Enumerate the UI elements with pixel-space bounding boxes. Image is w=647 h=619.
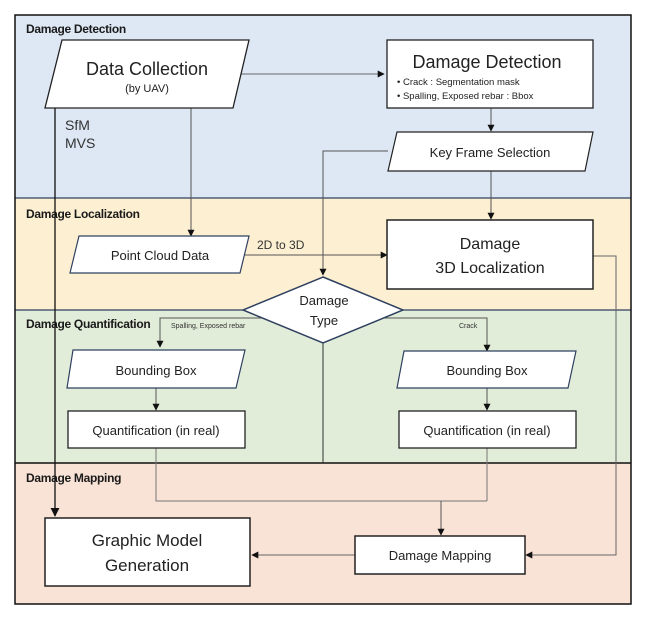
diagram-frame bbox=[14, 14, 632, 605]
node-key-frame-selection[interactable]: Key Frame Selection bbox=[387, 131, 594, 172]
node-graphic-model-line-2: Generation bbox=[105, 556, 189, 575]
node-key-frame-selection-title: Key Frame Selection bbox=[430, 145, 551, 160]
node-data-collection-title: Data Collection bbox=[86, 59, 208, 79]
node-graphic-model-generation[interactable]: Graphic Model Generation bbox=[44, 517, 251, 587]
node-point-cloud-data-title: Point Cloud Data bbox=[111, 248, 210, 263]
node-damage-detection-title: Damage Detection bbox=[412, 52, 561, 72]
edge-quant-left-to-mapping bbox=[155, 448, 487, 502]
node-point-cloud-data[interactable]: Point Cloud Data bbox=[69, 235, 250, 274]
node-bounding-box-right-title: Bounding Box bbox=[447, 363, 528, 378]
edge-label-2d-to-3d: 2D to 3D bbox=[257, 238, 305, 252]
edge-type-to-bbox-right bbox=[380, 317, 491, 352]
node-damage-mapping[interactable]: Damage Mapping bbox=[354, 535, 526, 575]
node-quantification-right[interactable]: Quantification (in real) bbox=[398, 410, 577, 449]
node-data-collection[interactable]: Data Collection (by UAV) bbox=[44, 39, 250, 109]
edge-label-crack: Crack bbox=[459, 323, 478, 330]
lane-title-quantification: Damage Quantification bbox=[26, 317, 150, 331]
edge-keyframe-to-damage-type bbox=[319, 150, 388, 276]
node-damage-detection-bullet-1: • Crack : Segmentation mask bbox=[397, 77, 520, 88]
lane-title-localization: Damage Localization bbox=[26, 207, 140, 221]
node-damage-mapping-title: Damage Mapping bbox=[389, 548, 492, 563]
lane-title-detection: Damage Detection bbox=[26, 22, 126, 36]
node-bounding-box-right[interactable]: Bounding Box bbox=[396, 350, 577, 389]
node-damage-3d-localization-line-1: Damage bbox=[460, 236, 521, 253]
node-damage-type-line-2: Type bbox=[310, 313, 338, 328]
node-damage-3d-localization[interactable]: Damage 3D Localization bbox=[386, 219, 594, 290]
node-quantification-left-title: Quantification (in real) bbox=[92, 423, 219, 438]
node-data-collection-subtitle: (by UAV) bbox=[125, 83, 169, 95]
node-damage-detection[interactable]: Damage Detection • Crack : Segmentation … bbox=[386, 39, 594, 109]
edge-label-sfm: SfM bbox=[65, 117, 90, 133]
node-damage-type-line-1: Damage bbox=[299, 293, 348, 308]
node-graphic-model-line-1: Graphic Model bbox=[92, 531, 203, 550]
node-damage-detection-bullet-2: • Spalling, Exposed rebar : Bbox bbox=[397, 91, 534, 102]
edge-label-spalling: Spalling, Exposed rebar bbox=[171, 323, 246, 330]
edge-label-mvs: MVS bbox=[65, 135, 95, 151]
node-quantification-left[interactable]: Quantification (in real) bbox=[67, 410, 246, 449]
node-bounding-box-left[interactable]: Bounding Box bbox=[66, 349, 246, 389]
edge-type-to-bbox-left bbox=[156, 317, 265, 348]
node-bounding-box-left-title: Bounding Box bbox=[116, 363, 197, 378]
node-quantification-right-title: Quantification (in real) bbox=[423, 423, 550, 438]
node-damage-3d-localization-line-2: 3D Localization bbox=[435, 260, 544, 277]
lane-title-mapping: Damage Mapping bbox=[26, 471, 121, 485]
edge-localization-to-mapping bbox=[525, 255, 617, 559]
node-damage-type[interactable]: Damage Type bbox=[241, 276, 405, 344]
